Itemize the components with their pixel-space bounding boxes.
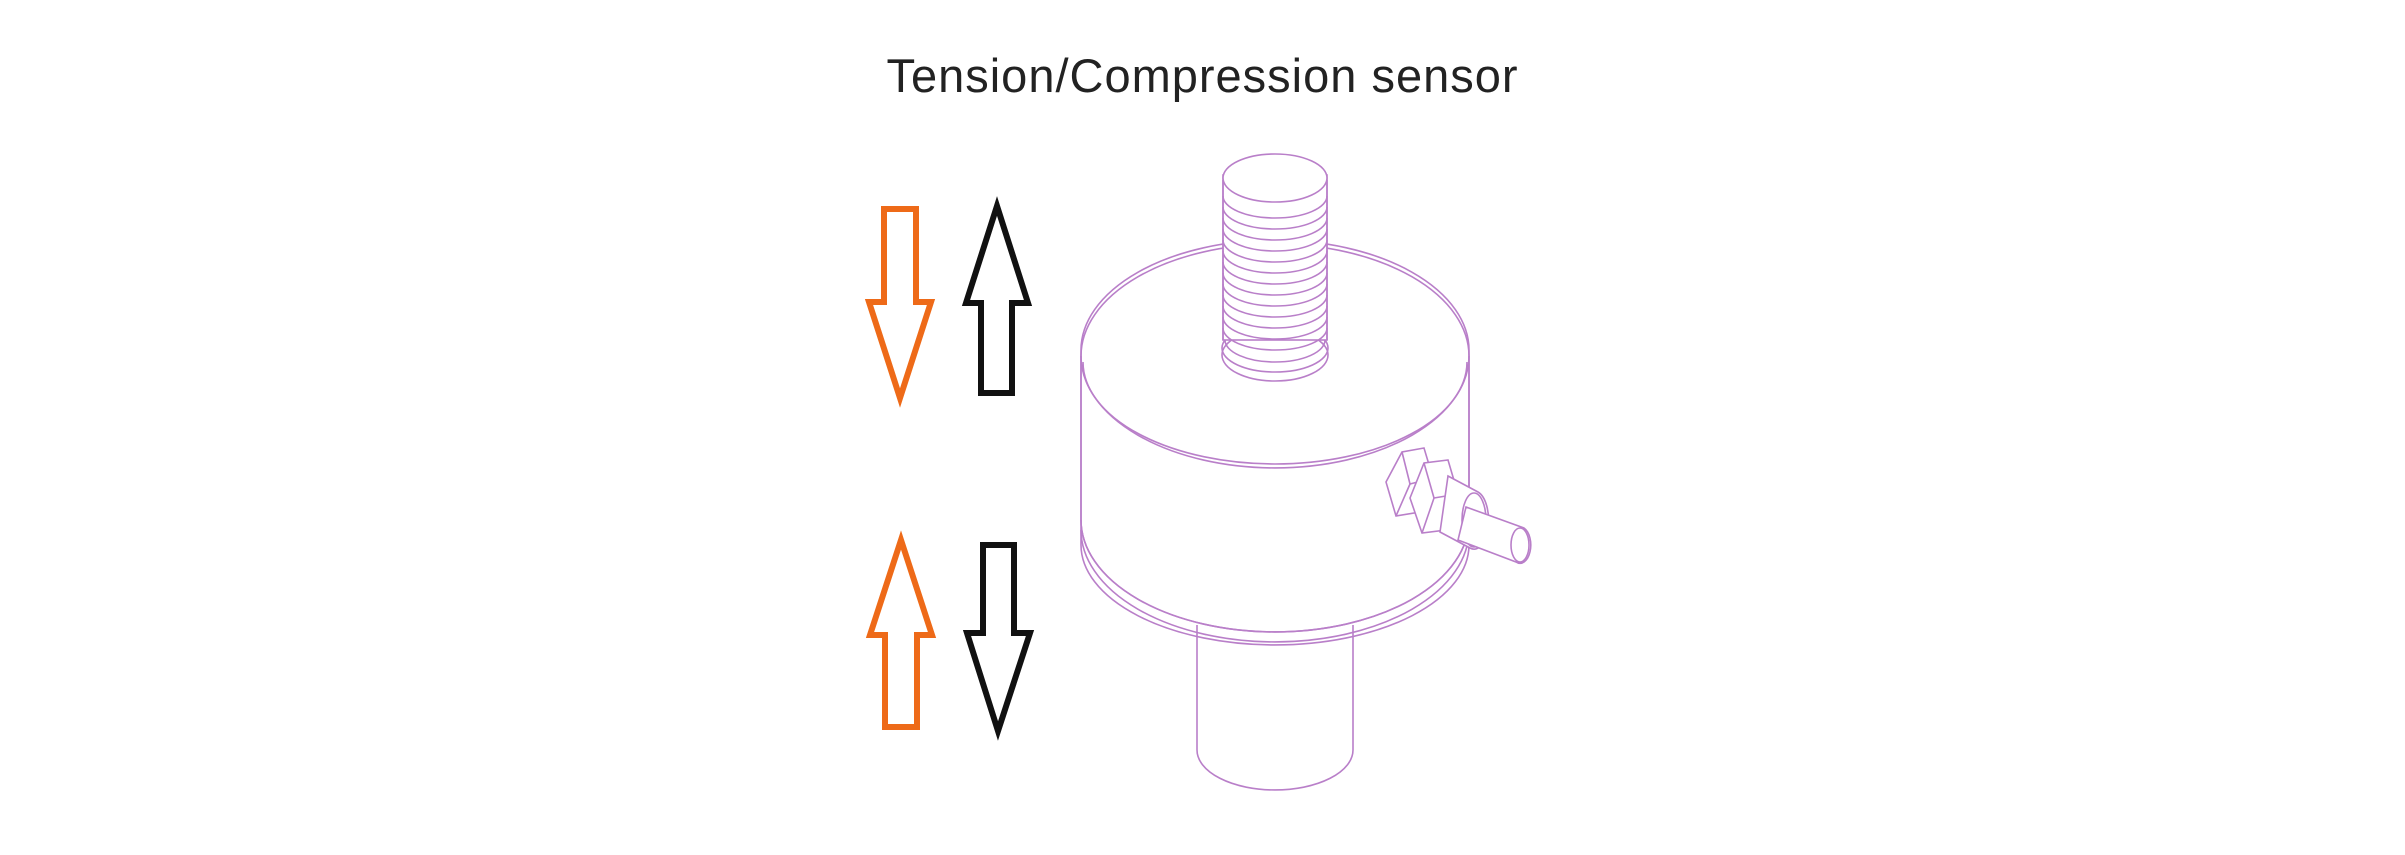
page-title: Tension/Compression sensor bbox=[886, 49, 1519, 102]
threaded-rod bbox=[1221, 153, 1329, 382]
arrow-top-orange-down-icon bbox=[864, 206, 936, 408]
cable-gland bbox=[1385, 447, 1532, 565]
arrow-bottom-black-down-icon bbox=[962, 542, 1035, 741]
load-cell-sensor bbox=[1080, 153, 1532, 791]
force-arrows bbox=[864, 196, 1035, 741]
arrow-bottom-orange-up-icon bbox=[865, 530, 937, 730]
arrow-top-black-up-icon bbox=[961, 196, 1033, 396]
bottom-stem bbox=[1196, 625, 1354, 791]
